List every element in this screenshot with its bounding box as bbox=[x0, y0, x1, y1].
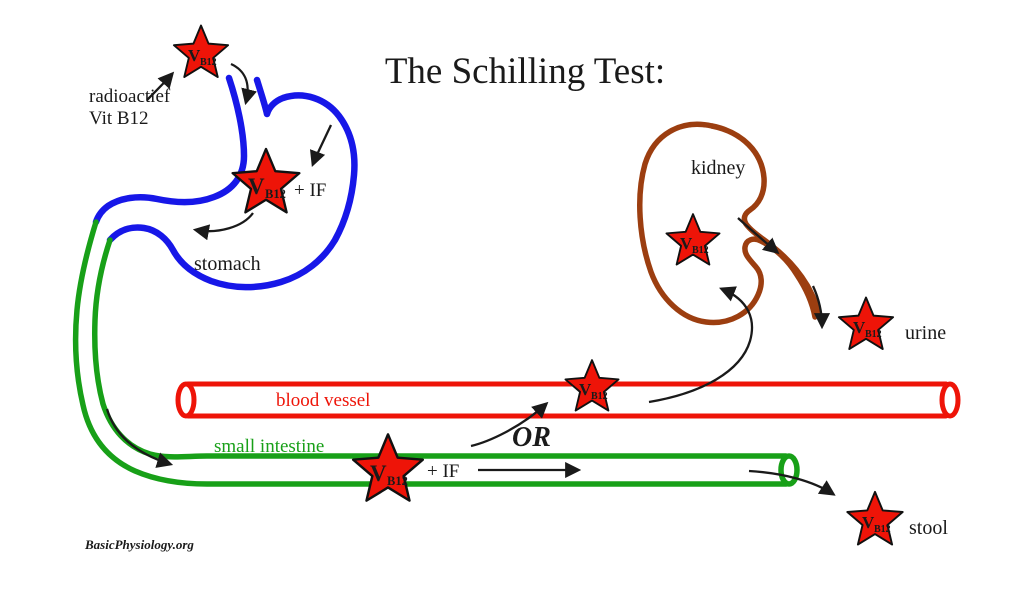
plus-if-stomach-label: + IF bbox=[294, 180, 326, 201]
page-title: The Schilling Test: bbox=[385, 51, 665, 92]
b12-star-intestine: V B12 bbox=[351, 433, 425, 502]
arrow-intestine-to-stool bbox=[748, 469, 836, 496]
star-label-v: V bbox=[680, 234, 693, 253]
stomach-left-wall bbox=[92, 74, 248, 226]
star-label-sub: B12 bbox=[265, 187, 286, 201]
star-icon bbox=[351, 433, 425, 502]
vessel-right-open-end bbox=[939, 381, 961, 419]
star-label-v: V bbox=[370, 461, 387, 486]
stomach-label: stomach bbox=[194, 253, 261, 275]
star-label-sub: B12 bbox=[591, 391, 608, 402]
star-label-v: V bbox=[579, 380, 592, 399]
radioactive-label-line1: radioactief bbox=[89, 86, 171, 107]
star-label-sub: B12 bbox=[865, 329, 882, 340]
vessel-left-open-end bbox=[175, 381, 197, 419]
radioactive-label-line2: Vit B12 bbox=[89, 108, 149, 129]
star-label-sub: B12 bbox=[387, 474, 408, 488]
arrow-star-toward-pylorus bbox=[192, 212, 254, 241]
b12-star-stool: V B12 bbox=[846, 490, 904, 546]
intestine-open-end bbox=[778, 453, 800, 487]
b12-star-stomach: V B12 bbox=[231, 147, 301, 214]
b12-star-kidney: V B12 bbox=[665, 213, 721, 266]
star-icon bbox=[564, 359, 620, 412]
star-label-v: V bbox=[853, 318, 866, 337]
arrow-ureter-to-urine bbox=[811, 285, 831, 330]
star-label-v: V bbox=[248, 174, 265, 199]
arrow-star-into-stomach bbox=[230, 62, 257, 106]
arrow-kidney-to-ureter bbox=[737, 217, 780, 255]
kidney-left-outline-ureter-bottom bbox=[637, 121, 818, 326]
urine-label: urine bbox=[905, 322, 946, 344]
b12-star-vessel: V B12 bbox=[564, 359, 620, 412]
b12-star-urine: V B12 bbox=[837, 296, 895, 351]
arrow-wall-to-if bbox=[309, 124, 333, 168]
flow-arrows bbox=[105, 62, 836, 496]
kidney-label: kidney bbox=[691, 157, 745, 179]
blood-vessel-label: blood vessel bbox=[276, 390, 370, 411]
arrow-or-to-vessel bbox=[470, 401, 549, 448]
star-label-v: V bbox=[188, 46, 201, 65]
star-label-sub: B12 bbox=[200, 57, 217, 68]
arrow-radioactive-to-star bbox=[146, 71, 175, 101]
watermark-text: BasicPhysiology.org bbox=[84, 537, 194, 552]
star-icon bbox=[172, 24, 230, 79]
arrow-into-intestine bbox=[105, 408, 174, 468]
arrow-vessel-to-kidney bbox=[648, 286, 754, 404]
small-intestine-label: small intestine bbox=[214, 436, 324, 457]
stool-label: stool bbox=[909, 517, 948, 539]
star-label-v: V bbox=[862, 513, 875, 532]
stomach-group: stomach bbox=[92, 74, 358, 291]
plus-if-intestine-label: + IF bbox=[427, 461, 459, 482]
b12-star-radioactive: V B12 bbox=[172, 24, 230, 79]
star-icon bbox=[837, 296, 895, 351]
stomach-right-wall bbox=[106, 76, 358, 291]
star-icon bbox=[846, 490, 904, 546]
intestine-outer-wall bbox=[72, 219, 789, 487]
star-icon bbox=[665, 213, 721, 266]
or-label: OR bbox=[512, 422, 551, 453]
star-label-sub: B12 bbox=[692, 245, 709, 256]
blood-vessel-group: blood vessel bbox=[175, 381, 961, 419]
star-label-sub: B12 bbox=[874, 524, 891, 535]
